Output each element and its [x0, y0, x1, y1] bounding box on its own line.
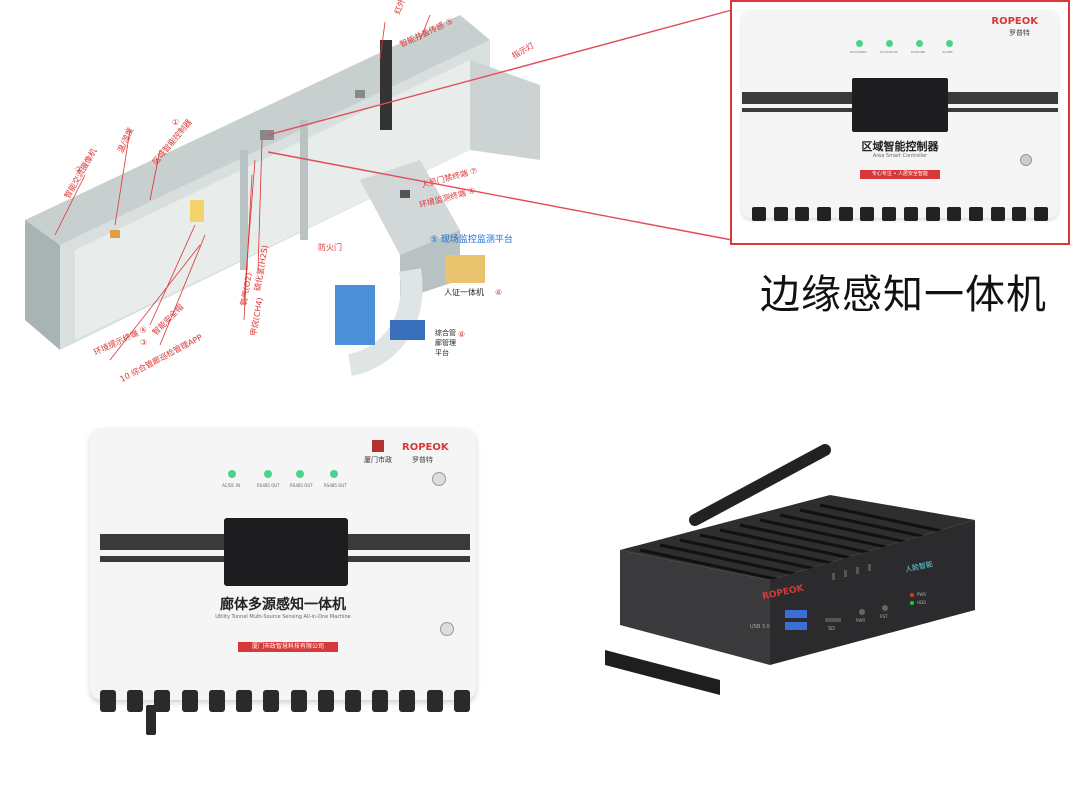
device-subtitle: Area Smart Controller	[872, 153, 928, 159]
utility-tunnel-sensing-device: 厦门市政 ROPEOK 罗普特 AC/DC IN RS485 OUT RS485…	[90, 428, 476, 700]
led-label: RS485 OUT	[324, 483, 347, 488]
led-label: SYS/STATUS	[880, 50, 898, 54]
company-strip: 厦门市政智慧科技有限公司	[238, 642, 338, 652]
brand-cn: 罗普特	[412, 456, 433, 464]
diagram-label: 防火门	[318, 243, 342, 252]
zoom-connector-lines	[267, 9, 733, 241]
tunnel-diagram: 红外对射 智能井盖传感 ⑤ 指示灯 温/湿度 区域智能控制器 智能交流摄像机 人…	[0, 0, 560, 384]
led-indicator-icon	[296, 470, 304, 478]
led-row: DC/POWER SYS/STATUS RUN/LINK ALARM	[850, 40, 962, 60]
led-label: DC/POWER	[850, 50, 867, 54]
zoom-frame: ROPEOK 罗普特 DC/POWER SYS/STATUS RUN/LINK …	[730, 0, 1070, 245]
tagline-strip: 专心专注 • 人居安全智能	[860, 170, 940, 179]
device-title: 廊体多源感知一体机	[220, 597, 346, 613]
area-controller-device: ROPEOK 罗普特 DC/POWER SYS/STATUS RUN/LINK …	[742, 10, 1058, 221]
product-caption: 边缘感知一体机	[760, 272, 1047, 318]
edge-box-illustration	[605, 444, 975, 695]
partner-logo-icon	[372, 440, 384, 452]
led-indicator-icon	[916, 40, 923, 47]
lock-icon	[440, 622, 454, 636]
diagram-label: 人证一体机	[444, 288, 484, 297]
connector-row	[752, 207, 1048, 225]
led-label: PWR	[917, 592, 927, 597]
display-screen	[224, 518, 348, 586]
number-badge: ②	[75, 165, 83, 174]
led-label: AC/DC IN	[222, 483, 241, 488]
tunnel-illustration	[25, 14, 540, 376]
led-indicator-icon	[856, 40, 863, 47]
led-label: ALARM	[942, 50, 953, 54]
led-label: RS485 OUT	[290, 483, 313, 488]
led-indicator-icon	[228, 470, 236, 478]
port-label: RST	[880, 614, 888, 619]
brand-logo: ROPEOK	[402, 442, 449, 453]
led-indicator-icon	[946, 40, 953, 47]
brand-logo: ROPEOK	[991, 16, 1038, 27]
diagram-label: 综合管廊管理平台	[435, 329, 456, 357]
device-title: 区域智能控制器	[861, 140, 939, 153]
led-label: RUN/LINK	[911, 50, 926, 54]
lock-icon	[1020, 154, 1032, 166]
number-badge: ⑧	[458, 330, 466, 339]
led-label: HDD	[917, 600, 927, 605]
antenna-stub	[146, 705, 156, 735]
edge-computing-box: ROPEOK 人脸智能 USB 3.0 SD PWR RST PWR HDD	[600, 440, 980, 710]
number-badge: ③	[140, 338, 148, 347]
diagram-label: ⑨ 现场监控监测平台	[430, 235, 513, 245]
partner-name: 厦门市政	[364, 456, 392, 464]
connector-row	[100, 690, 470, 718]
port-label: PWR	[856, 618, 866, 623]
port-label: USB 3.0	[750, 624, 770, 630]
display-screen	[852, 78, 948, 132]
port-label: SD	[828, 626, 836, 632]
number-badge: ⑥	[495, 288, 503, 297]
led-label: RS485 OUT	[257, 483, 280, 488]
device-subtitle: Utility Tunnel Multi-Source Sensing All-…	[215, 614, 351, 620]
led-indicator-icon	[330, 470, 338, 478]
led-indicator-icon	[886, 40, 893, 47]
brand-cn: 罗普特	[1009, 29, 1030, 37]
number-badge: ①	[172, 118, 180, 127]
lock-icon	[432, 472, 446, 486]
led-indicator-icon	[264, 470, 272, 478]
